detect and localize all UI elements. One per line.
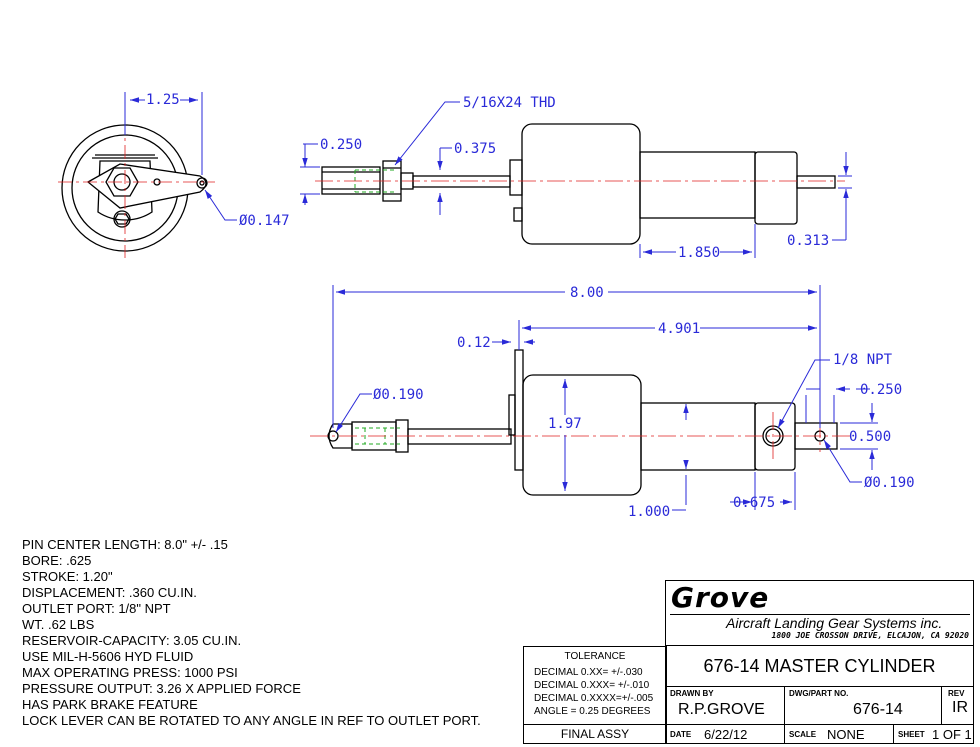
dim-0-190-left: Ø0.190 bbox=[373, 387, 424, 403]
spec-line: DISPLACEMENT: .360 CU.IN. bbox=[22, 585, 197, 600]
dim-1-25: 1.25 bbox=[146, 92, 180, 108]
dim-0-250-right: 0.250 bbox=[860, 382, 902, 398]
dim-8-00: 8.00 bbox=[570, 285, 604, 301]
dim-npt: 1/8 NPT bbox=[833, 352, 893, 368]
dimension-lines bbox=[124, 92, 878, 511]
rev-cell: REV IR bbox=[941, 686, 974, 725]
spec-line: LOCK LEVER CAN BE ROTATED TO ANY ANGLE I… bbox=[22, 713, 481, 728]
dim-0-250-top: 0.250 bbox=[320, 137, 362, 153]
dwg-cell: DWG/PART NO. 676-14 bbox=[784, 686, 942, 725]
company-name: Aircraft Landing Gear Systems inc. bbox=[726, 615, 943, 631]
drawn-by-cell: DRAWN BY R.P.GROVE bbox=[665, 686, 785, 725]
sheet-label: SHEET bbox=[898, 730, 925, 739]
spec-line: WT. .62 LBS bbox=[22, 617, 95, 632]
tolerance-title: TOLERANCE bbox=[564, 651, 626, 662]
final-assy: FINAL ASSY bbox=[560, 727, 630, 741]
rev-label: REV bbox=[948, 689, 965, 698]
date-label: DATE bbox=[670, 730, 692, 739]
spec-line: MAX OPERATING PRESS: 1000 PSI bbox=[22, 665, 238, 680]
dim-0-375: 0.375 bbox=[454, 141, 496, 157]
spec-line: STROKE: 1.20" bbox=[22, 569, 113, 584]
spec-line: HAS PARK BRAKE FEATURE bbox=[22, 697, 198, 712]
dim-0-500: 0.500 bbox=[849, 429, 891, 445]
spec-line: BORE: .625 bbox=[22, 553, 92, 568]
scale-label: SCALE bbox=[789, 730, 817, 739]
spec-notes: PIN CENTER LENGTH: 8.0" +/- .15 BORE: .6… bbox=[22, 537, 481, 729]
dim-0-675: 0.675 bbox=[733, 495, 775, 511]
dim-0-147: Ø0.147 bbox=[239, 213, 290, 229]
tolerance-line: ANGLE = 0.25 DEGREES bbox=[534, 706, 651, 717]
date-cell: DATE 6/22/12 bbox=[665, 724, 785, 744]
company-logo: Grove bbox=[671, 581, 770, 614]
final-assy-cell: FINAL ASSY bbox=[523, 724, 667, 744]
tolerance-line: DECIMAL 0.XX= +/-.030 bbox=[534, 667, 643, 678]
end-view bbox=[61, 124, 208, 252]
dim-1-97: 1.97 bbox=[548, 416, 582, 432]
spec-line: OUTLET PORT: 1/8" NPT bbox=[22, 601, 171, 616]
date-value: 6/22/12 bbox=[704, 727, 748, 742]
company-block: Grove Aircraft Landing Gear Systems inc.… bbox=[665, 580, 974, 646]
rev-value: IR bbox=[952, 699, 968, 716]
tolerance-block: TOLERANCE DECIMAL 0.XX= +/-.030 DECIMAL … bbox=[523, 646, 667, 725]
drawn-by-value: R.P.GROVE bbox=[678, 701, 765, 718]
scale-cell: SCALE NONE bbox=[784, 724, 894, 744]
dim-0-12: 0.12 bbox=[457, 335, 491, 351]
tolerance-line: DECIMAL 0.XXXX=+/-.005 bbox=[534, 693, 654, 704]
dim-thread: 5/16X24 THD bbox=[463, 95, 556, 111]
dim-1-850: 1.850 bbox=[678, 245, 720, 261]
dimension-labels: 1.25 Ø0.147 0.250 5/16X24 THD 0.375 1.85… bbox=[146, 92, 915, 520]
dwg-label: DWG/PART NO. bbox=[789, 689, 849, 698]
bottom-side-view bbox=[327, 349, 838, 496]
dim-0-313: 0.313 bbox=[787, 233, 829, 249]
drawing-title-cell: 676-14 MASTER CYLINDER bbox=[665, 645, 974, 687]
drawn-by-label: DRAWN BY bbox=[670, 689, 714, 698]
spec-line: RESERVOIR-CAPACITY: 3.05 CU.IN. bbox=[22, 633, 242, 648]
dim-1-000: 1.000 bbox=[628, 504, 670, 520]
scale-value: NONE bbox=[827, 727, 865, 742]
end-view-centerlines bbox=[58, 120, 215, 258]
dwg-number: 676-14 bbox=[853, 701, 903, 718]
sheet-value: 1 OF 1 bbox=[932, 727, 972, 742]
sheet-cell: SHEET 1 OF 1 bbox=[893, 724, 974, 744]
spec-line: PRESSURE OUTPUT: 3.26 X APPLIED FORCE bbox=[22, 681, 301, 696]
top-side-view bbox=[321, 123, 836, 245]
tolerance-line: DECIMAL 0.XXX= +/-.010 bbox=[534, 680, 650, 691]
spec-line: USE MIL-H-5606 HYD FLUID bbox=[22, 649, 194, 664]
spec-line: PIN CENTER LENGTH: 8.0" +/- .15 bbox=[22, 537, 228, 552]
dim-0-190-right: Ø0.190 bbox=[864, 475, 915, 491]
company-underline bbox=[670, 614, 970, 615]
company-address: 1800 JOE CROSSON DRIVE, ELCAJON, CA 9202… bbox=[771, 631, 969, 640]
drawing-title: 676-14 MASTER CYLINDER bbox=[703, 656, 936, 676]
dim-4-901: 4.901 bbox=[658, 321, 700, 337]
